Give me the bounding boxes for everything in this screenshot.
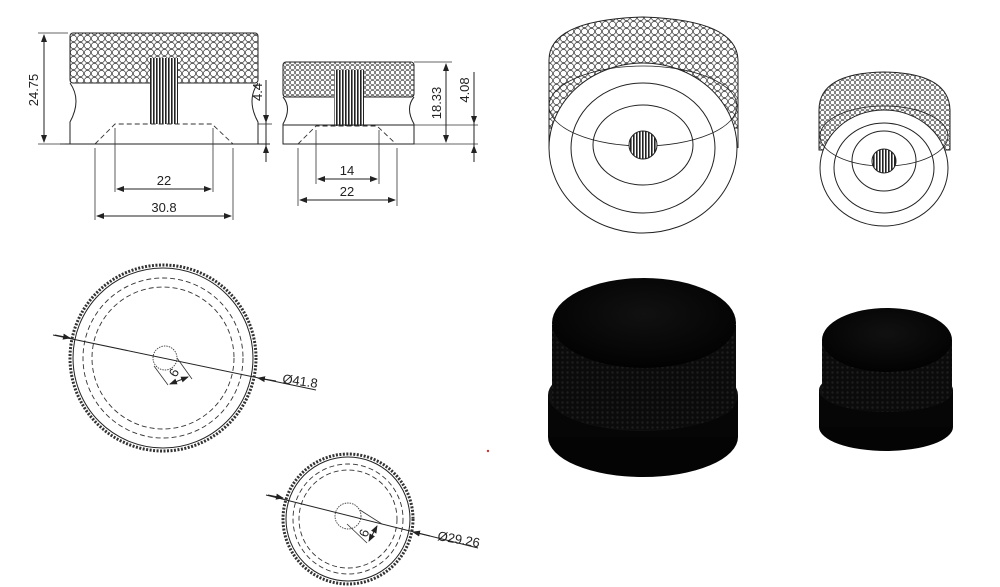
small-diameter-label: Ø29.26 xyxy=(436,528,481,550)
small-knob-black-render xyxy=(819,308,953,451)
large-height-label: 24.75 xyxy=(26,74,41,107)
large-diameter-label: Ø41.8 xyxy=(282,371,319,391)
large-base-width-label: 30.8 xyxy=(151,200,176,215)
small-knob-top-view: 6 Ø29.26 xyxy=(265,452,481,586)
small-groove-label: 4.08 xyxy=(457,77,472,102)
small-bore-label: 6 xyxy=(356,527,373,539)
large-knob-black-render xyxy=(548,278,738,477)
small-inner-width-label: 14 xyxy=(340,163,354,178)
large-groove-label: 4.4 xyxy=(250,83,265,101)
small-base-width-label: 22 xyxy=(340,184,354,199)
large-knob-top-view: 6 Ø41.8 xyxy=(52,263,319,453)
small-height-label: 18.33 xyxy=(429,87,444,120)
large-knob-side-dimensions: 24.75 4.4 22 30.8 xyxy=(26,32,272,220)
small-knob-side-dimensions: 18.33 4.08 14 22 xyxy=(297,61,478,206)
small-knob-side-view xyxy=(282,61,415,145)
stray-dot xyxy=(486,449,490,453)
large-bore-label: 6 xyxy=(166,366,183,380)
large-knob-side-view xyxy=(60,32,270,145)
small-knob-isometric-lineart xyxy=(818,71,951,227)
large-knob-isometric-lineart xyxy=(548,16,739,234)
large-inner-width-label: 22 xyxy=(157,173,171,188)
